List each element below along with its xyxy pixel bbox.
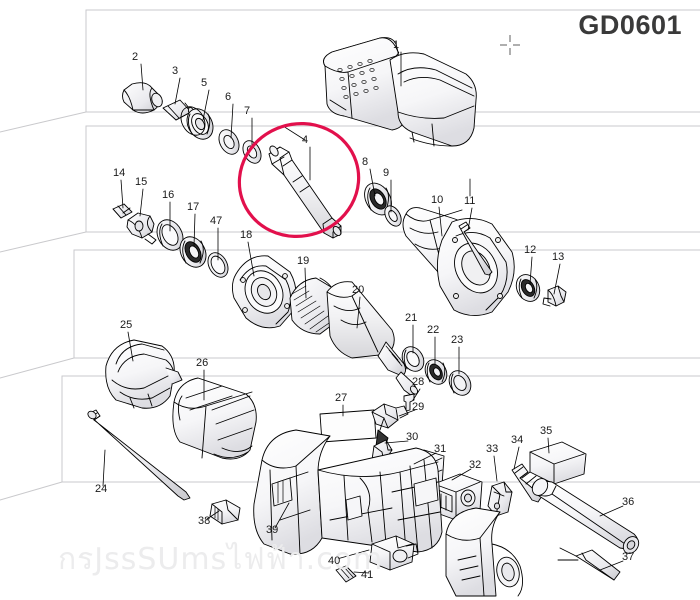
part-callout-18: 18 — [240, 229, 253, 241]
part-41-shape — [335, 565, 357, 583]
site-watermark: กรJssSUmsไฟฟ้า.com — [58, 542, 384, 577]
part-callout-6: 6 — [225, 91, 232, 103]
part-8-shape — [364, 182, 392, 216]
part-18-shape — [231, 255, 297, 329]
part-22-shape — [424, 359, 448, 385]
part-1-shape — [323, 37, 477, 147]
part-33-shape — [487, 481, 513, 517]
part-callout-35: 35 — [540, 425, 553, 437]
part-callout-8: 8 — [362, 156, 369, 168]
part-callout-28: 28 — [412, 376, 425, 388]
part-callout-40: 40 — [328, 555, 341, 567]
part-17-shape — [179, 236, 207, 268]
part-callout-36: 36 — [622, 496, 635, 508]
part-callout-37: 37 — [622, 551, 635, 563]
part-9-shape — [384, 205, 402, 227]
part-23-shape — [448, 370, 472, 396]
part-callout-26: 26 — [196, 357, 209, 369]
part-callout-2: 2 — [132, 51, 139, 63]
part-32-shape — [433, 473, 483, 521]
part-callout-21: 21 — [405, 312, 418, 324]
part-callout-47: 47 — [210, 215, 223, 227]
part-callout-27: 27 — [335, 392, 348, 404]
part-10-shape — [402, 207, 515, 316]
part-5-shape — [180, 106, 214, 140]
part-callout-38: 38 — [198, 515, 211, 527]
part-callout-41: 41 — [361, 569, 374, 581]
callout-leader-lines — [102, 51, 624, 574]
part-callout-5: 5 — [201, 77, 208, 89]
crosshair-mark — [500, 35, 520, 55]
part-callout-32: 32 — [469, 459, 482, 471]
part-callout-14: 14 — [113, 167, 126, 179]
part-38-shape — [209, 499, 241, 525]
part-callout-22: 22 — [427, 324, 440, 336]
part-40-shape — [369, 535, 419, 571]
part-callout-15: 15 — [135, 176, 148, 188]
part-29-shape — [371, 403, 409, 451]
part-callout-39: 39 — [266, 524, 279, 536]
part-callout-9: 9 — [383, 167, 390, 179]
highlight-ellipse — [237, 122, 361, 238]
part-callout-1: 1 — [393, 39, 400, 51]
part-20-shape — [326, 281, 419, 397]
part-callout-13: 13 — [552, 251, 565, 263]
part-4-shape — [268, 145, 342, 239]
part-callout-31: 31 — [434, 443, 447, 455]
part-15-shape — [126, 212, 157, 245]
part-callout-19: 19 — [297, 255, 310, 267]
part-13-shape — [542, 285, 567, 307]
part-39-shape — [253, 429, 443, 555]
part-callout-7: 7 — [244, 105, 251, 117]
part-callout-4: 4 — [302, 134, 309, 146]
part-callout-20: 20 — [352, 284, 365, 296]
part-12-shape — [515, 274, 541, 302]
part-24-shape — [87, 409, 191, 501]
part-callout-23: 23 — [451, 334, 464, 346]
part-47-shape — [207, 252, 229, 278]
part-21-shape — [401, 346, 425, 372]
part-36-shape — [531, 478, 640, 554]
part-callout-30: 30 — [406, 431, 419, 443]
part-26-shape — [172, 377, 257, 460]
part-callout-17: 17 — [187, 201, 200, 213]
part-28-shape — [403, 393, 415, 412]
part-6-shape — [218, 129, 240, 155]
part-callout-33: 33 — [486, 443, 499, 455]
model-number-title: GD0601 — [578, 10, 682, 40]
part-callout-12: 12 — [524, 244, 537, 256]
part-callout-10: 10 — [431, 194, 444, 206]
part-27-shape — [319, 409, 377, 443]
part-callout-25: 25 — [120, 319, 133, 331]
part-37-shape — [557, 547, 621, 581]
part-14-shape — [112, 203, 133, 219]
rear-housing-shape — [445, 507, 523, 597]
part-11-shape — [458, 221, 493, 276]
part-callout-34: 34 — [511, 434, 524, 446]
part-callout-29: 29 — [412, 401, 425, 413]
part-16-shape — [156, 219, 184, 251]
part-callout-24: 24 — [95, 483, 108, 495]
part-2-shape — [122, 82, 163, 114]
part-callout-11: 11 — [464, 195, 476, 207]
part-callout-16: 16 — [162, 189, 175, 201]
part-25-shape — [105, 339, 183, 409]
part-callout-3: 3 — [172, 65, 179, 77]
